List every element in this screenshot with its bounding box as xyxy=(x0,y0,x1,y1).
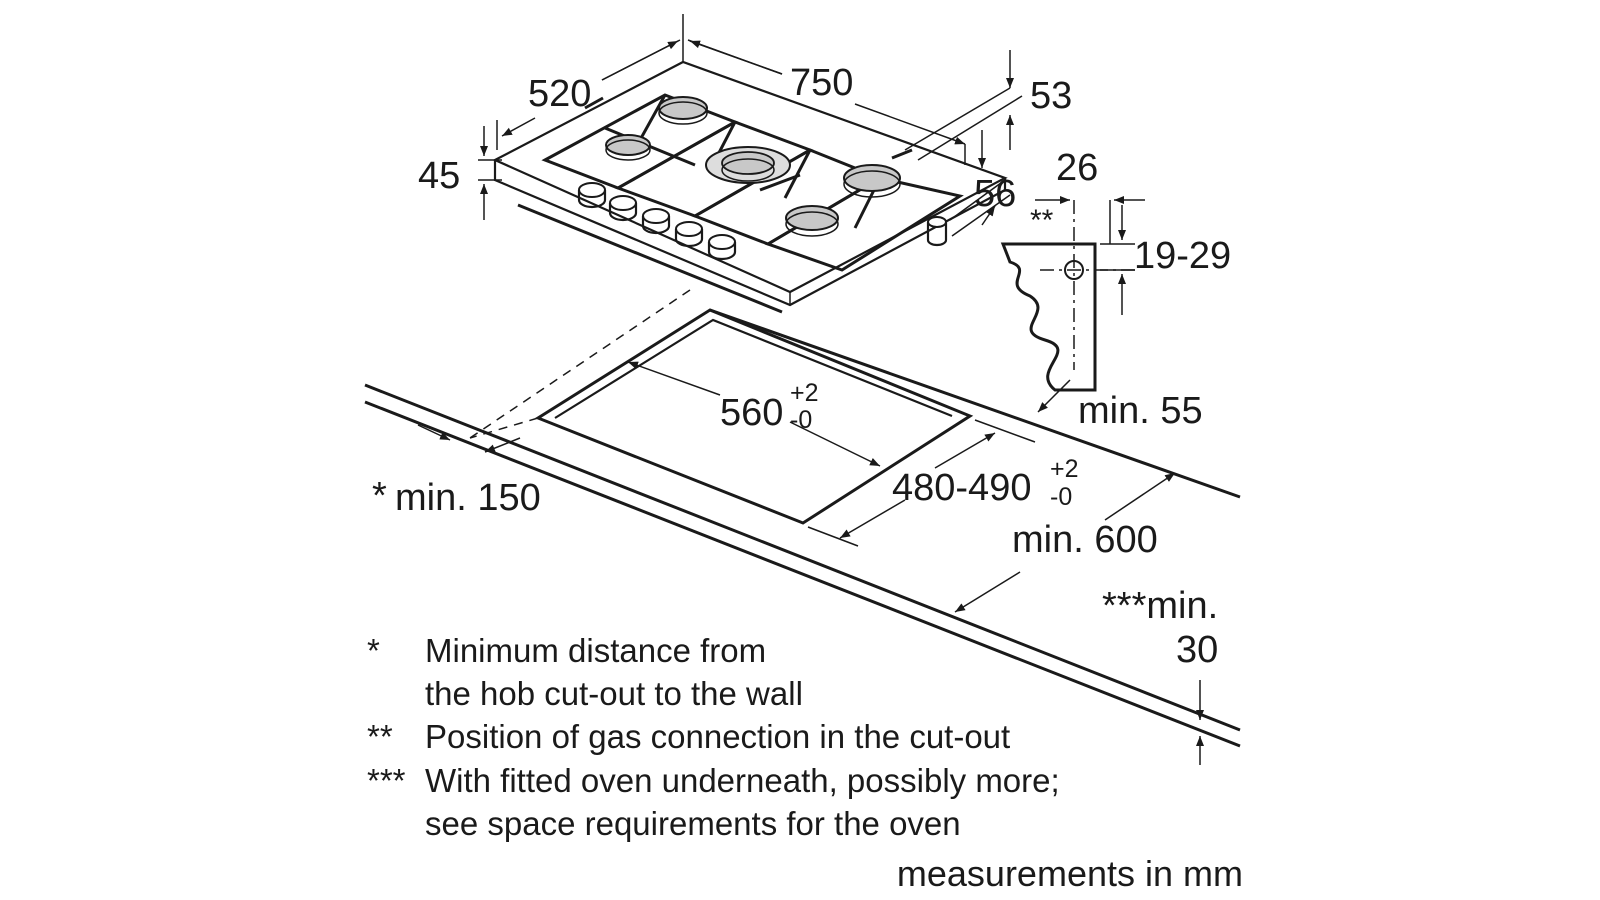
gas-burner-icon xyxy=(843,164,901,198)
gas-connector-stub xyxy=(926,216,948,247)
cutout-dimension-lines xyxy=(417,361,1204,765)
worktop-front-edge xyxy=(364,383,1241,732)
svg-text:+2: +2 xyxy=(790,379,819,407)
dimension-750: 750 xyxy=(790,62,853,104)
note-2-mark: ** xyxy=(367,718,393,755)
gas-burner-icon xyxy=(605,134,651,161)
control-knob-icon xyxy=(641,208,671,235)
worktop-rear-edge xyxy=(709,308,1241,499)
dimension-520: 520 xyxy=(528,73,591,115)
note-1-line-1: Minimum distance from xyxy=(425,632,766,669)
dimension-min-150: min. 150 xyxy=(395,477,541,519)
note-3-mark: *** xyxy=(367,762,406,799)
worktop-front-edge-lower xyxy=(364,400,1241,748)
control-knob-icon xyxy=(577,182,607,209)
hob-dimension-lines xyxy=(478,14,1023,237)
note-2-line-1: Position of gas connection in the cut-ou… xyxy=(425,718,1010,755)
svg-text:560: 560 xyxy=(720,392,783,434)
gas-connection-detail xyxy=(1000,196,1145,392)
dimension-min-600: min. 600 xyxy=(1012,519,1158,561)
dimension-45: 45 xyxy=(418,155,460,197)
control-knob-icon xyxy=(608,195,638,222)
note-3-line-1: With fitted oven underneath, possibly mo… xyxy=(425,762,1060,799)
units-label: measurements in mm xyxy=(897,853,1243,894)
note-1-mark: * xyxy=(367,632,380,669)
note-1-line-2: the hob cut-out to the wall xyxy=(425,675,803,712)
dimension-min-55: min. 55 xyxy=(1078,390,1203,432)
dimension-19-29: 19-29 xyxy=(1134,235,1231,277)
svg-text:+2: +2 xyxy=(1050,455,1079,483)
svg-text:480-490: 480-490 xyxy=(892,467,1031,509)
svg-text:-0: -0 xyxy=(1050,483,1072,511)
control-knob-icon xyxy=(674,221,704,248)
cutout-opening xyxy=(534,308,974,525)
gas-burner-icon xyxy=(658,96,708,125)
dimension-560: 560 +2 -0 xyxy=(720,379,819,434)
worktop-drawing xyxy=(364,289,1241,748)
dimension-26: 26 xyxy=(1056,147,1098,189)
note-3-line-2: see space requirements for the oven xyxy=(425,805,961,842)
gas-burner-icon xyxy=(705,146,791,184)
hob-base-line xyxy=(517,203,783,314)
svg-text:-0: -0 xyxy=(790,406,812,434)
dimension-56: 56 xyxy=(974,173,1016,215)
gas-connection-mark: ** xyxy=(1030,204,1054,237)
dimension-53: 53 xyxy=(1030,75,1072,117)
dimension-min-30: 30 xyxy=(1176,629,1218,671)
dimension-min-150-mark: * xyxy=(372,475,387,517)
worktop-section-profile xyxy=(1000,242,1097,392)
control-knob-icon xyxy=(707,234,737,261)
cutout-inner-edge xyxy=(554,318,953,419)
dimension-480-490: 480-490 +2 -0 xyxy=(892,455,1079,511)
dimension-min-30-label: ***min. xyxy=(1102,585,1218,627)
gas-burner-icon xyxy=(785,205,839,237)
footnotes: * Minimum distance from the hob cut-out … xyxy=(367,632,1060,842)
hob-drawing xyxy=(492,60,1008,314)
